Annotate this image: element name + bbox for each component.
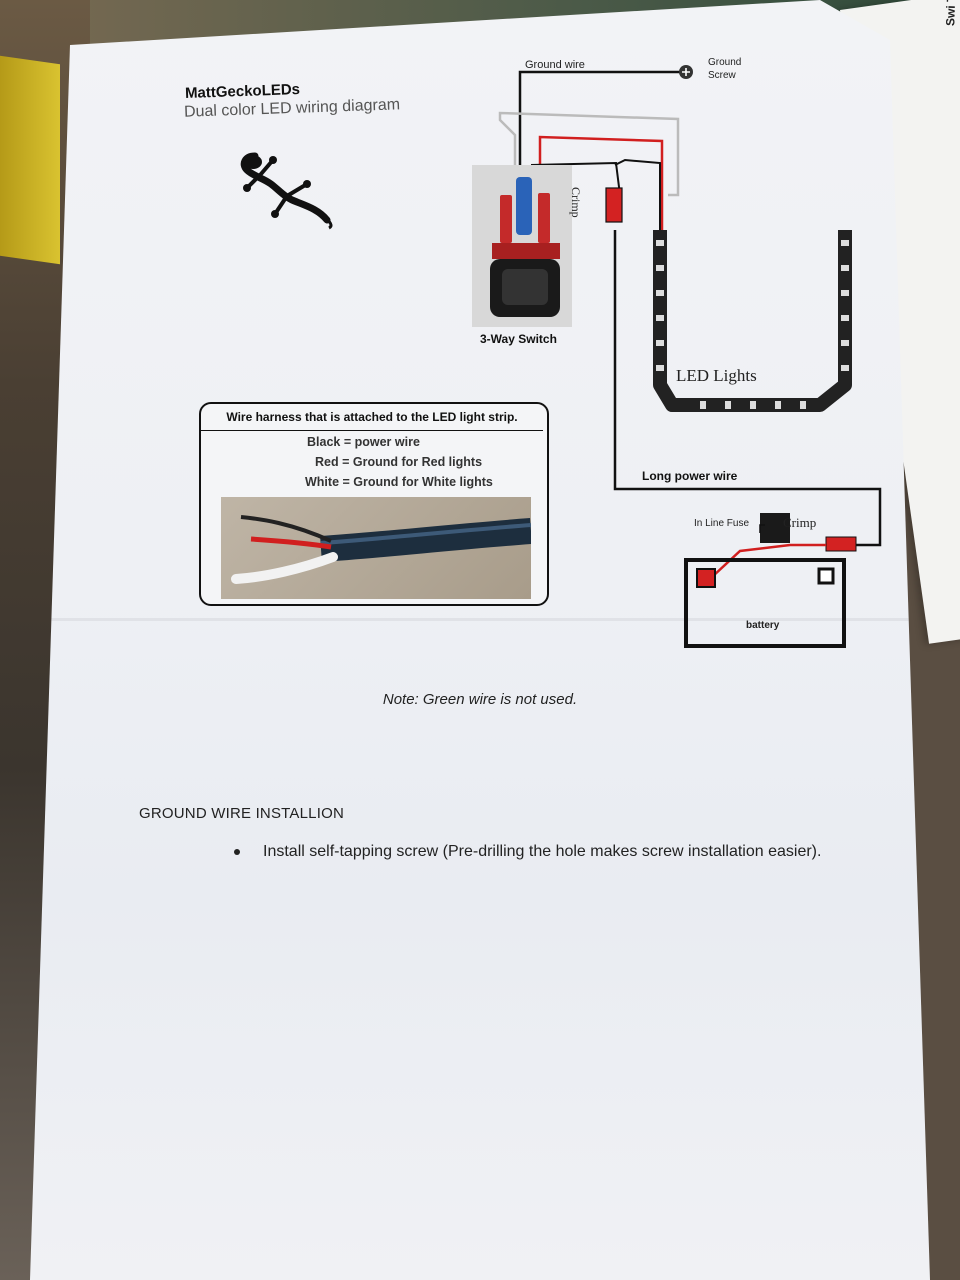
note-text: Note: Green wire is not used.	[382, 691, 578, 708]
background-yellow-object	[0, 55, 60, 265]
battery-icon	[684, 558, 846, 648]
second-sheet-text: Swi Th	[943, 0, 959, 27]
inline-fuse-label: In Line Fuse	[694, 518, 750, 529]
wire-harness-photo	[221, 497, 531, 599]
red-wire	[538, 135, 664, 230]
led-lights-label: LED Lights	[676, 366, 757, 385]
crimp-connector-bottom	[825, 536, 857, 552]
switch-label: 3-Way Switch	[480, 332, 557, 346]
long-power-wire-label: Long power wire	[642, 469, 738, 483]
ground-screw-label: Ground	[708, 57, 742, 68]
paper-fold	[30, 618, 930, 621]
crimp-connector-top	[605, 187, 623, 223]
wiring-diagram	[472, 65, 882, 648]
white-wire	[498, 111, 680, 197]
black-wire	[614, 158, 661, 230]
harness-title: Wire harness that is attached to the LED…	[201, 404, 543, 431]
battery-positive-terminal	[696, 568, 716, 588]
ground-wire	[518, 70, 682, 185]
led-chips	[656, 240, 849, 409]
inline-fuse-icon	[760, 513, 790, 543]
ground-screw-label-line2: Screw	[708, 70, 736, 81]
bullet-dot-icon	[234, 849, 240, 855]
wire-harness-box: Wire harness that is attached to the LED…	[199, 402, 549, 606]
harness-line-white: White = Ground for White lights	[305, 475, 493, 489]
ground-wire-label: Ground wire	[525, 59, 585, 71]
long-power-wire	[613, 230, 882, 547]
gecko-logo-icon	[240, 152, 333, 230]
crimp-label-top: Crimp	[569, 187, 583, 218]
harness-line-black: Black = power wire	[307, 435, 420, 449]
battery-negative-terminal	[817, 567, 835, 585]
harness-line-red: Red = Ground for Red lights	[315, 455, 483, 469]
bullet-item: Install self-tapping screw (Pre-drilling…	[263, 843, 822, 860]
crimp-label-bottom: Crimp	[783, 515, 817, 530]
section-heading: GROUND WIRE INSTALLION	[139, 805, 344, 822]
battery-label: battery	[746, 620, 780, 631]
led-strip	[653, 230, 852, 412]
